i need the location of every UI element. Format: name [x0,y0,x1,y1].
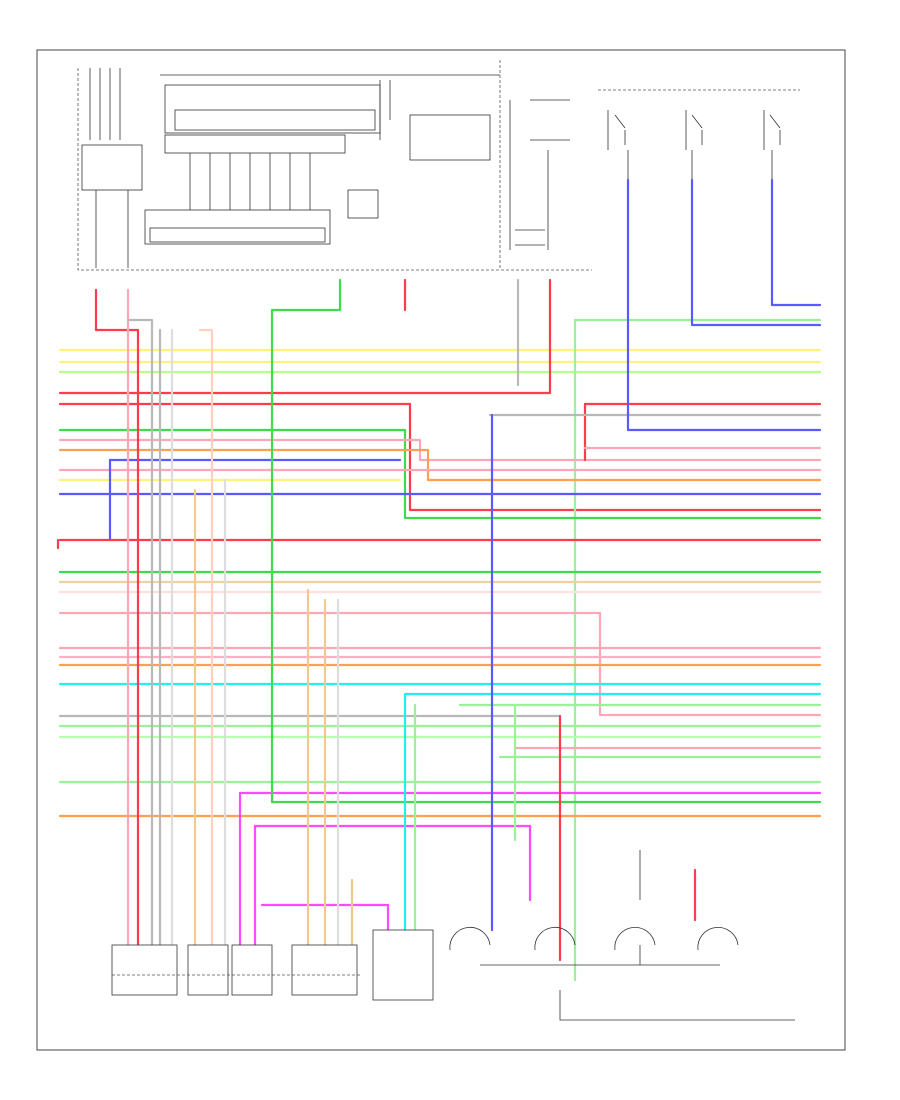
connector-2 [187,944,229,996]
diagram-frame [36,49,846,1051]
switch-group-top-right [598,89,800,200]
connector-5 [372,929,434,1001]
connector-4 [291,944,358,996]
connector-1 [111,944,178,996]
wire-bus [58,278,822,982]
control-module-area [77,60,592,271]
bottom-components [111,850,795,1021]
vertical-wires [56,178,822,962]
connector-3 [231,944,273,996]
